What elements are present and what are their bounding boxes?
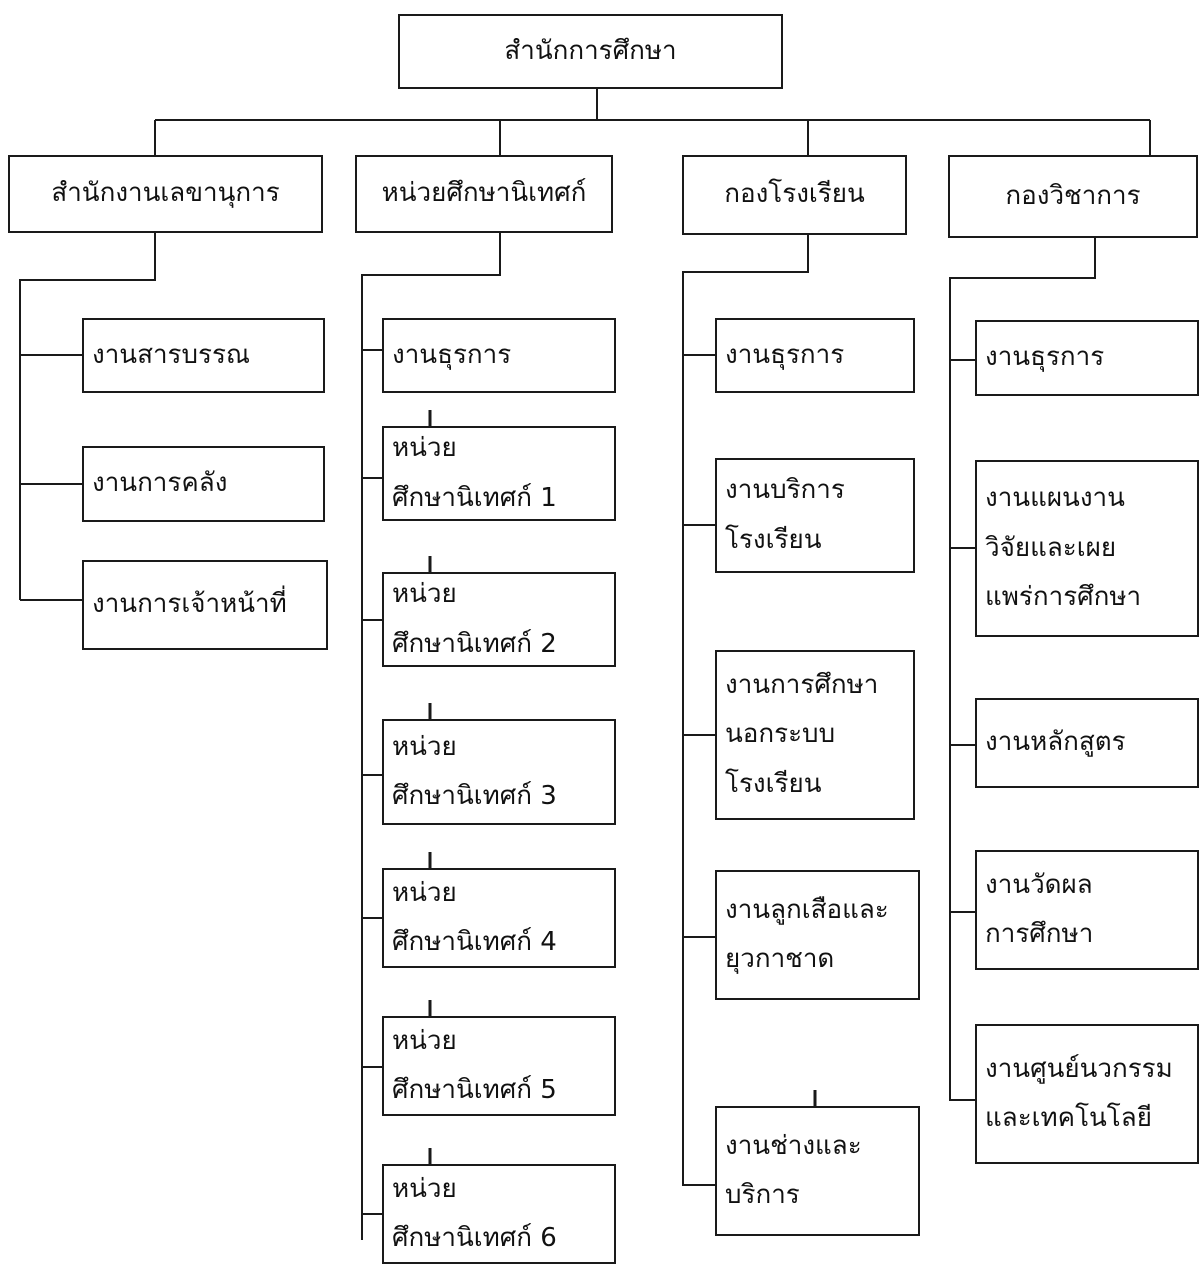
- unit-box: งานศูนย์นวกรรม และเทคโนโลยี: [975, 1024, 1199, 1164]
- unit-label: งานธุรการ: [725, 339, 845, 370]
- unit-label: งานหลักสูตร: [985, 727, 1126, 758]
- unit-label: แพร่การศึกษา: [985, 582, 1142, 613]
- unit-label: ศึกษานิเทศก์ 4: [392, 927, 557, 957]
- division-box: สำนักงานเลขานุการ: [8, 155, 323, 233]
- connector-d1-drop: [19, 232, 156, 600]
- unit-box: งานธุรการ: [975, 320, 1199, 396]
- division-label: กองวิชาการ: [1005, 180, 1141, 211]
- unit-box: หน่วย ศึกษานิเทศก์ 2: [382, 572, 616, 667]
- division-label: หน่วยศึกษานิเทศก์: [381, 178, 587, 209]
- root-label: สำนักการศึกษา: [504, 35, 677, 66]
- unit-label: หน่วย: [392, 579, 457, 610]
- unit-label: การศึกษา: [985, 919, 1094, 949]
- unit-label: และเทคโนโลยี: [985, 1103, 1152, 1133]
- unit-label: วิจัยและเผย: [985, 532, 1117, 563]
- unit-label: หน่วย: [392, 433, 457, 464]
- unit-box: งานธุรการ: [382, 318, 616, 393]
- unit-label: ศึกษานิเทศก์ 6: [392, 1223, 557, 1253]
- unit-box: งานบริการ โรงเรียน: [715, 458, 915, 573]
- unit-label: หน่วย: [392, 731, 457, 762]
- unit-label: ศึกษานิเทศก์ 3: [392, 781, 557, 811]
- unit-label: นอกระบบ: [725, 719, 836, 750]
- unit-box: งานการคลัง: [82, 446, 325, 522]
- connector-d3-drop: [682, 235, 809, 1186]
- unit-box: งานแผนงาน วิจัยและเผย แพร่การศึกษา: [975, 460, 1199, 637]
- unit-box: งานสารบรรณ: [82, 318, 325, 393]
- unit-label: โรงเรียน: [725, 768, 822, 799]
- unit-box: งานธุรการ: [715, 318, 915, 393]
- unit-label: งานการเจ้าหน้าที่: [92, 589, 287, 620]
- unit-label: งานธุรการ: [392, 339, 512, 370]
- unit-box: หน่วย ศึกษานิเทศก์ 5: [382, 1016, 616, 1116]
- unit-box: หน่วย ศึกษานิเทศก์ 4: [382, 868, 616, 968]
- unit-label: งานลูกเสือและ: [725, 894, 889, 925]
- division-label: กองโรงเรียน: [724, 179, 865, 210]
- unit-label: ศึกษานิเทศก์ 1: [392, 482, 557, 513]
- unit-box: หน่วย ศึกษานิเทศก์ 3: [382, 719, 616, 825]
- unit-label: งานการศึกษา: [725, 669, 879, 700]
- connector-d4-drop: [949, 238, 1096, 1101]
- unit-label: งานวัดผล: [985, 869, 1093, 900]
- unit-box: หน่วย ศึกษานิเทศก์ 1: [382, 426, 616, 521]
- unit-box: งานลูกเสือและ ยุวกาชาด: [715, 870, 920, 1000]
- unit-label: งานการคลัง: [92, 468, 228, 499]
- unit-box: งานการเจ้าหน้าที่: [82, 560, 328, 650]
- unit-label: งานสารบรรณ: [92, 339, 251, 370]
- unit-label: ศึกษานิเทศก์ 5: [392, 1075, 557, 1105]
- division-box: กองโรงเรียน: [682, 155, 907, 235]
- unit-label: งานศูนย์นวกรรม: [985, 1053, 1173, 1084]
- unit-label: หน่วย: [392, 1025, 457, 1056]
- unit-label: โรงเรียน: [725, 524, 822, 555]
- unit-box: งานช่างและ บริการ: [715, 1106, 920, 1236]
- unit-box: งานการศึกษา นอกระบบ โรงเรียน: [715, 650, 915, 820]
- unit-label: ศึกษานิเทศก์ 2: [392, 628, 557, 659]
- unit-box: งานหลักสูตร: [975, 698, 1199, 788]
- unit-label: บริการ: [725, 1180, 800, 1210]
- unit-label: หน่วย: [392, 877, 457, 908]
- unit-label: งานธุรการ: [985, 342, 1105, 373]
- root-box: สำนักการศึกษา: [398, 14, 783, 89]
- unit-label: หน่วย: [392, 1173, 457, 1204]
- unit-label: ยุวกาชาด: [725, 944, 835, 974]
- unit-label: งานช่างและ: [725, 1130, 862, 1161]
- division-label: สำนักงานเลขานุการ: [51, 178, 280, 209]
- unit-box: งานวัดผล การศึกษา: [975, 850, 1199, 970]
- unit-label: งานแผนงาน: [985, 483, 1125, 514]
- unit-label: งานบริการ: [725, 475, 845, 506]
- connector-d2-drop: [361, 232, 501, 1240]
- division-box: กองวิชาการ: [948, 155, 1198, 238]
- unit-box: หน่วย ศึกษานิเทศก์ 6: [382, 1164, 616, 1264]
- division-box: หน่วยศึกษานิเทศก์: [355, 155, 613, 233]
